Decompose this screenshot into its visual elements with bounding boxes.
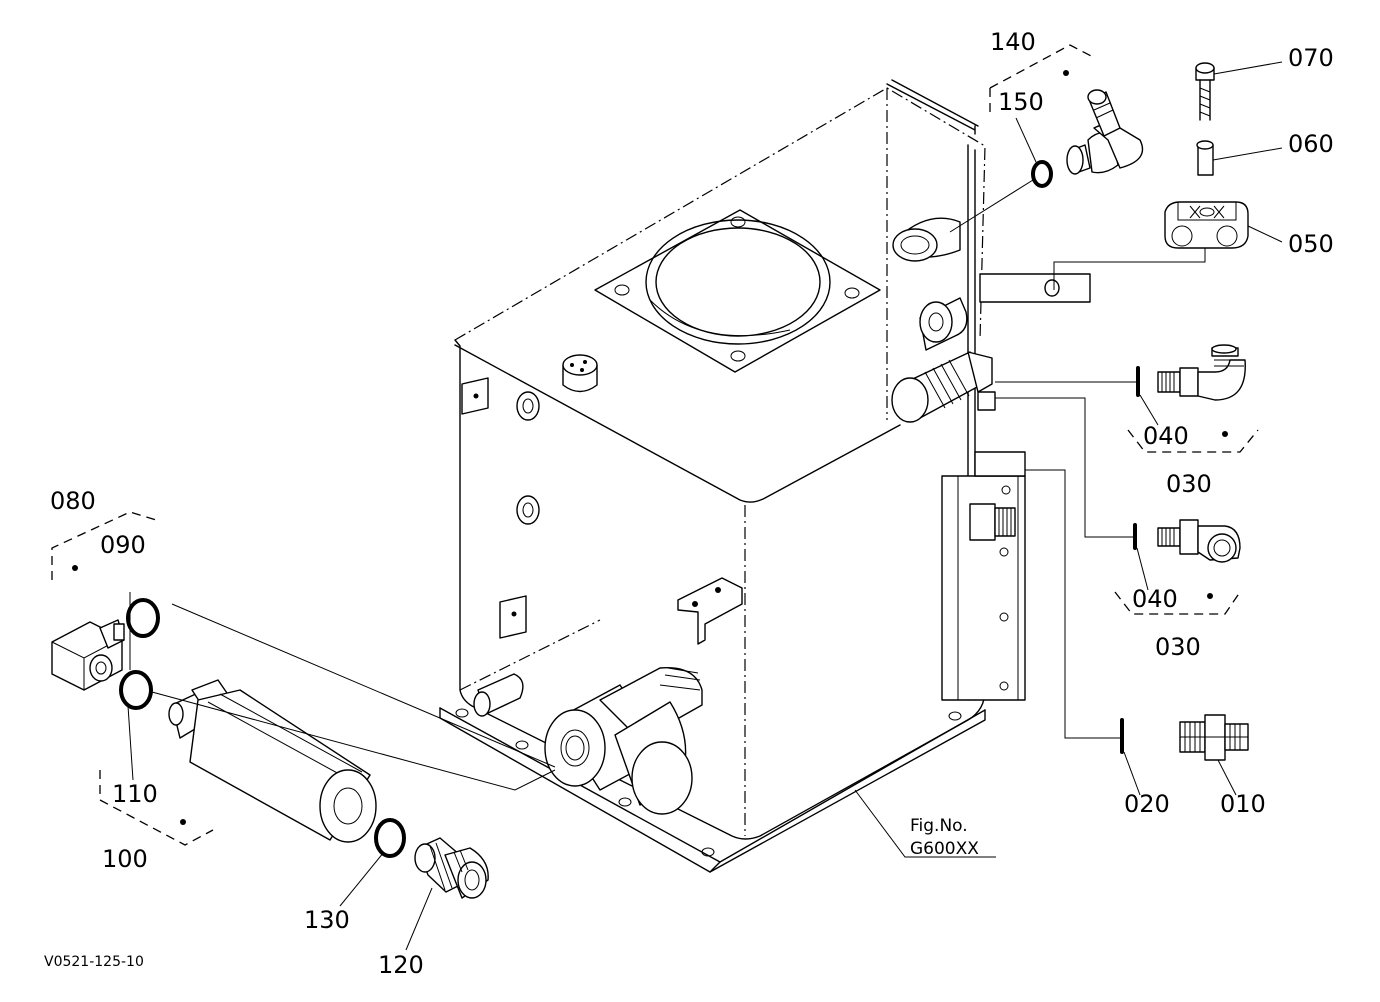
- label-070: 070: [1288, 44, 1334, 72]
- figure-title: Fig.No.: [910, 816, 968, 836]
- label-040-lower: 040: [1132, 585, 1178, 613]
- label-140: 140: [990, 28, 1036, 56]
- label-060: 060: [1288, 130, 1334, 158]
- label-130: 130: [304, 906, 350, 934]
- label-030-upper: 030: [1166, 470, 1212, 498]
- clamp-assembly: [1164, 62, 1249, 249]
- label-030-lower: 030: [1155, 633, 1201, 661]
- o-ring-150: [1031, 160, 1053, 188]
- label-090: 090: [100, 531, 146, 559]
- part-labels: 070 060 050 140 150 040 030 040 030 020 …: [50, 28, 1334, 979]
- elbow-fitting-030-lower: [1133, 519, 1241, 599]
- drawing-code: V0521-125-10: [44, 954, 144, 970]
- hydraulic-tank: [439, 79, 1091, 873]
- label-080: 080: [50, 487, 96, 515]
- label-120: 120: [378, 951, 424, 979]
- figure-number: G600XX: [910, 839, 979, 859]
- label-020: 020: [1124, 790, 1170, 818]
- label-040-upper: 040: [1143, 422, 1189, 450]
- group-brackets: [51, 44, 1259, 846]
- label-010: 010: [1220, 790, 1266, 818]
- elbow-fitting-030-upper: [1136, 344, 1246, 437]
- label-150: 150: [998, 88, 1044, 116]
- leader-lines: [127, 61, 1283, 951]
- elbow-fitting-140: [1063, 70, 1144, 175]
- label-050: 050: [1288, 230, 1334, 258]
- label-110: 110: [112, 780, 158, 808]
- line-filter-assembly: [51, 565, 489, 899]
- label-100: 100: [102, 845, 148, 873]
